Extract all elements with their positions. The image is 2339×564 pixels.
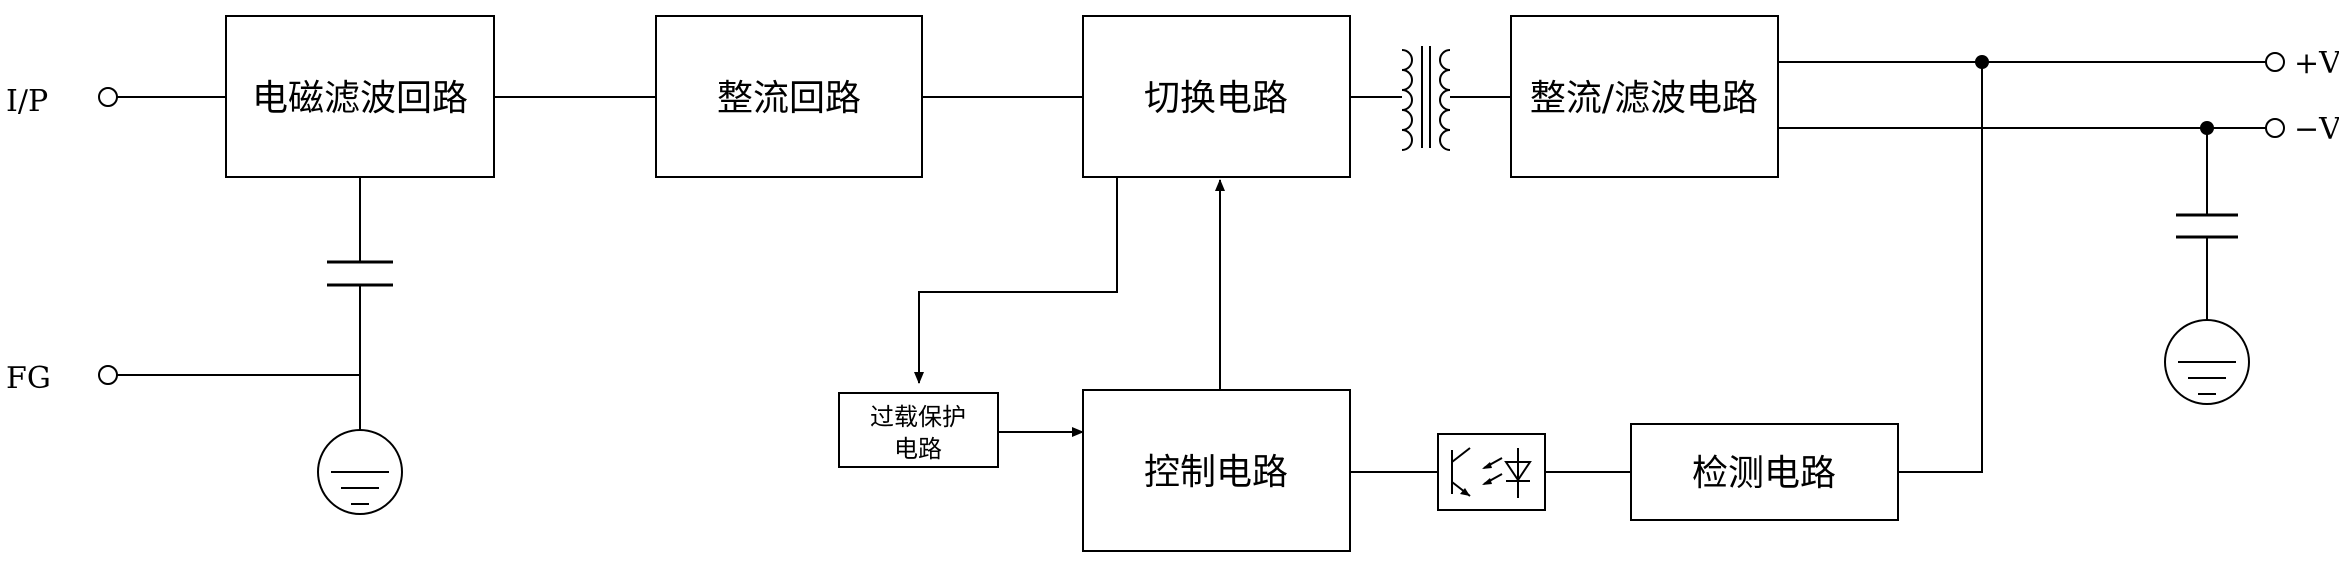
minus-v-terminal — [2265, 118, 2285, 138]
wire-detection-feedback — [1898, 62, 1983, 473]
minus-v-label: −V — [2294, 112, 2339, 147]
switching-block: 切换电路 — [1082, 15, 1351, 178]
overload-protection-block: 过载保护 电路 — [838, 392, 999, 468]
plus-v-label: +V — [2294, 46, 2339, 81]
control-label: 控制电路 — [1144, 452, 1288, 493]
plus-v-terminal — [2265, 52, 2285, 72]
emi-filter-block: 电磁滤波回路 — [225, 15, 495, 178]
wire-switching-to-overload — [914, 177, 1118, 384]
fg-terminal — [98, 365, 118, 385]
optocoupler-symbol — [1437, 433, 1546, 511]
detection-block: 检测电路 — [1630, 423, 1899, 521]
ip-terminal — [98, 87, 118, 107]
rect-filter-block: 整流/滤波电路 — [1510, 15, 1779, 178]
rectifier-block: 整流回路 — [655, 15, 923, 178]
ip-label: I/P — [6, 84, 48, 119]
detection-label: 检测电路 — [1692, 453, 1836, 494]
rect-filter-label: 整流/滤波电路 — [1530, 78, 1758, 119]
switching-label: 切换电路 — [1144, 78, 1288, 119]
control-block: 控制电路 — [1082, 389, 1351, 552]
transformer-symbol — [1401, 46, 1451, 151]
fg-label: FG — [6, 361, 51, 396]
output-capacitor-ground — [2164, 128, 2250, 405]
emi-filter-label: 电磁滤波回路 — [252, 78, 468, 119]
rectifier-label: 整流回路 — [717, 78, 861, 119]
overload-label-line1: 过载保护 — [870, 403, 966, 431]
overload-label-line2: 电路 — [894, 435, 942, 463]
input-capacitor-ground — [317, 177, 403, 515]
